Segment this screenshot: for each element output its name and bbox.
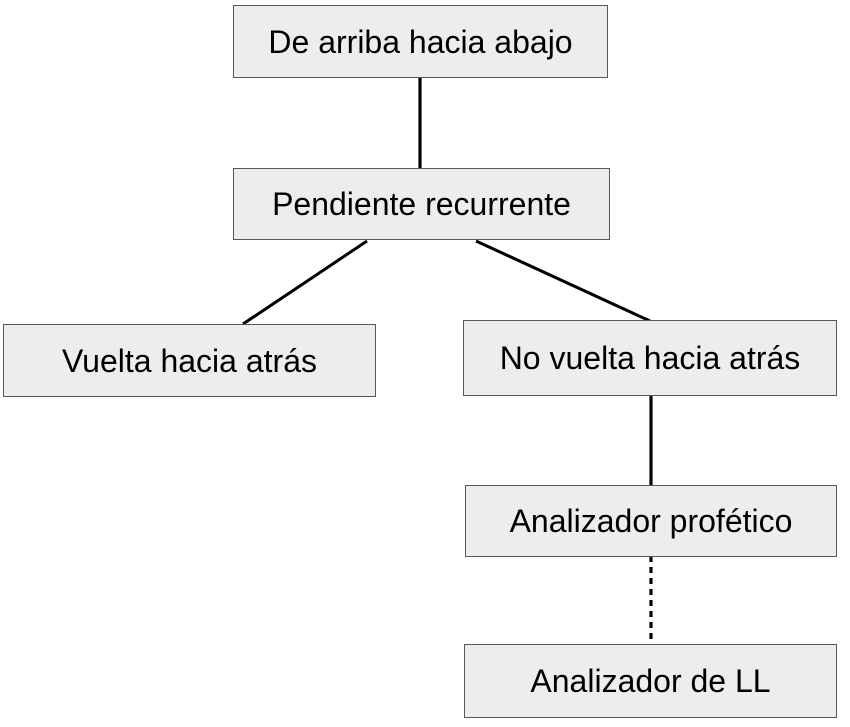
node-ll-parser[interactable]: Analizador de LL bbox=[464, 644, 837, 718]
node-no-backtracking[interactable]: No vuelta hacia atrás bbox=[463, 320, 837, 396]
edge-recursive-descent-to-no-backtracking bbox=[475, 239, 651, 323]
node-recursive-descent-label: Pendiente recurrente bbox=[272, 186, 571, 222]
node-top-down[interactable]: De arriba hacia abajo bbox=[233, 5, 608, 78]
node-recursive-descent[interactable]: Pendiente recurrente bbox=[233, 168, 610, 240]
node-top-down-label: De arriba hacia abajo bbox=[268, 23, 573, 60]
edge-recursive-descent-to-backtracking bbox=[242, 239, 368, 326]
node-predictive-parser-label: Analizador profético bbox=[509, 503, 793, 539]
node-no-backtracking-label: No vuelta hacia atrás bbox=[499, 340, 801, 376]
node-backtracking[interactable]: Vuelta hacia atrás bbox=[3, 324, 376, 397]
node-predictive-parser[interactable]: Analizador profético bbox=[465, 485, 837, 557]
node-backtracking-label: Vuelta hacia atrás bbox=[62, 342, 317, 379]
node-ll-parser-label: Analizador de LL bbox=[530, 663, 771, 699]
